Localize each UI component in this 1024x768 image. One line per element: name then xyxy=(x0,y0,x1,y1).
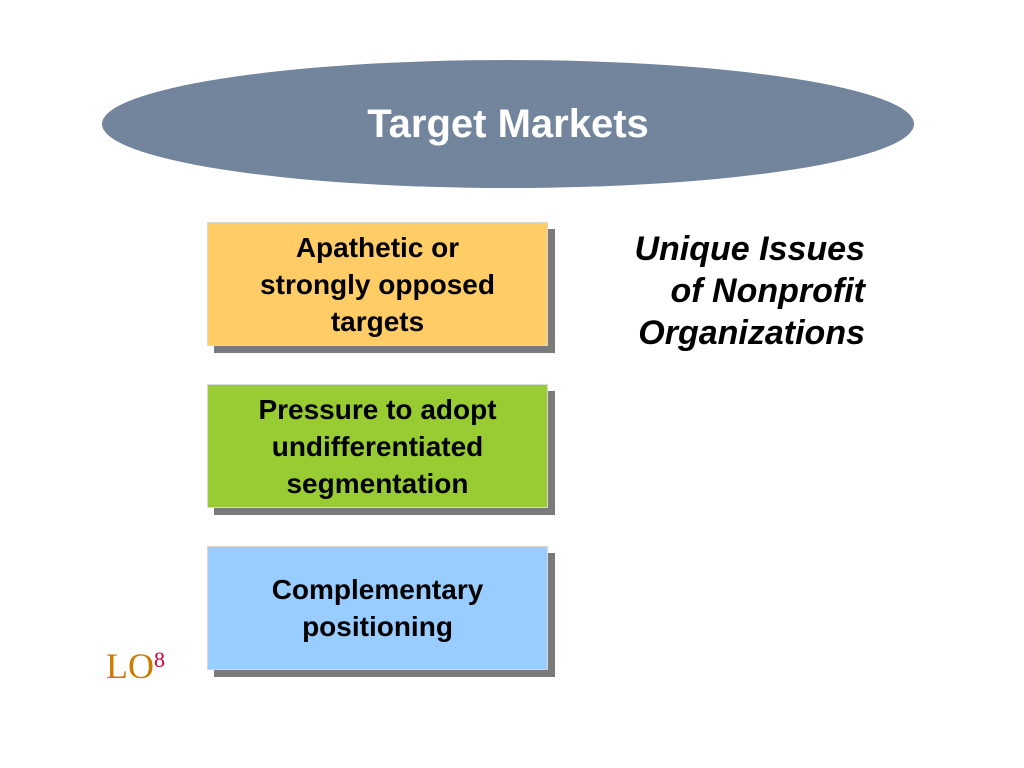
learning-objective-badge: LO8 xyxy=(106,645,165,687)
issue-box-label: Complementary positioning xyxy=(271,574,484,642)
issue-box-apathetic-targets: Apathetic or strongly opposed targets xyxy=(207,222,548,346)
lo-number: 8 xyxy=(154,647,165,672)
issue-box-undifferentiated-segmentation: Pressure to adopt undifferentiated segme… xyxy=(207,384,548,508)
issue-box-label: Pressure to adopt undifferentiated segme… xyxy=(258,393,497,499)
side-heading: Unique Issues of Nonprofit Organizations xyxy=(634,230,865,352)
lo-label: LO xyxy=(106,646,154,686)
issue-box-complementary-positioning: Complementary positioning xyxy=(207,546,548,670)
page-title: Target Markets xyxy=(367,101,649,146)
issue-box-label: Apathetic or strongly opposed targets xyxy=(260,231,495,337)
title-banner: Target Markets xyxy=(102,60,914,188)
